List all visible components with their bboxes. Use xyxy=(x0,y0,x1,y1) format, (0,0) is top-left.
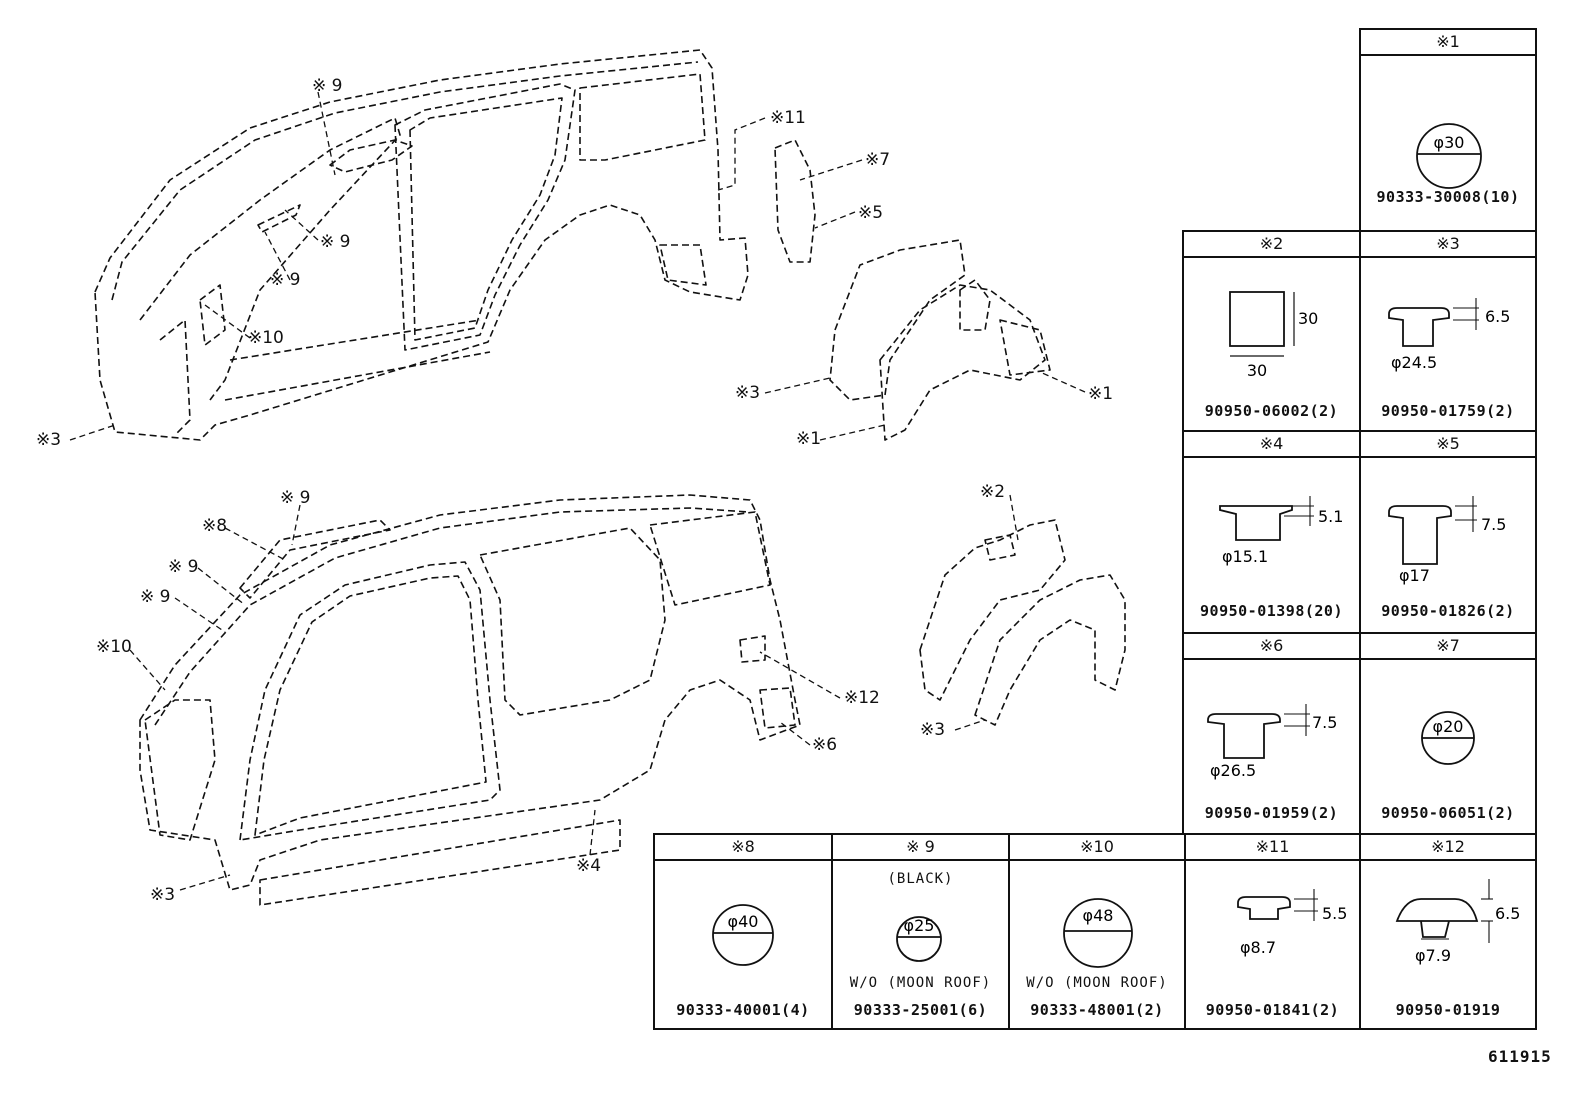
part-header: ※4 xyxy=(1184,432,1359,458)
lower-side-panel xyxy=(139,494,801,906)
dim-diameter: φ17 xyxy=(1399,566,1430,585)
upper-wheelhouse xyxy=(774,139,1051,441)
part-number: 90950-06002(2) xyxy=(1204,402,1339,420)
part-header: ※5 xyxy=(1361,432,1535,458)
part-header: ※8 xyxy=(655,835,831,861)
callout-11: ※11 xyxy=(770,108,806,128)
lower-wheelhouse xyxy=(919,519,1126,726)
dim-height: 7.5 xyxy=(1481,515,1506,534)
dim-diameter: φ7.9 xyxy=(1415,946,1451,965)
hole-plug-icon: 5.5 φ8.7 xyxy=(1237,889,1347,957)
callout-9-e: ※ 9 xyxy=(168,557,199,577)
hole-plug-icon: 5.1 φ15.1 xyxy=(1219,496,1343,566)
part-header: ※2 xyxy=(1184,232,1359,258)
callout-10-b: ※10 xyxy=(96,637,132,657)
part-cell-3: ※3 6.5 φ24.5 90950-01759(2) xyxy=(1359,230,1537,432)
callout-8: ※8 xyxy=(202,516,228,536)
part-note-condition: W/O (MOON ROOF) xyxy=(1026,975,1168,991)
cap-plug-icon: φ40 xyxy=(712,904,774,966)
dim-diameter: φ15.1 xyxy=(1222,547,1268,566)
part-cell-10: ※10 φ48 W/O (MOON ROOF) 90333-48001(2) xyxy=(1008,833,1186,1030)
part-number: 90950-01959(2) xyxy=(1204,804,1339,822)
callout-12: ※12 xyxy=(844,688,880,708)
callout-9-a: ※ 9 xyxy=(312,76,343,96)
dim-height: 6.5 xyxy=(1485,307,1510,326)
callout-5: ※5 xyxy=(858,203,884,223)
part-cell-11: ※11 5.5 φ8.7 90950-01841(2) xyxy=(1184,833,1361,1030)
part-number: 90950-01826(2) xyxy=(1381,602,1515,620)
part-number: 90333-40001(4) xyxy=(676,1001,810,1019)
part-cell-4: ※4 5.1 φ15.1 90950-01398(20) xyxy=(1182,430,1361,634)
part-number: 90333-30008(10) xyxy=(1376,188,1520,206)
callout-3-d: ※3 xyxy=(150,885,176,905)
dim-diameter: φ25 xyxy=(904,916,935,935)
dim-height: 30 xyxy=(1298,309,1318,328)
part-header: ※10 xyxy=(1010,835,1184,861)
callout-9-d: ※ 9 xyxy=(280,488,311,508)
callout-10-a: ※10 xyxy=(248,328,284,348)
dim-height: 5.1 xyxy=(1318,507,1343,526)
part-cell-1: ※1 φ30 90333-30008(10) xyxy=(1359,28,1537,232)
callout-4: ※4 xyxy=(576,856,602,876)
callout-3-a: ※3 xyxy=(36,430,62,450)
dim-diameter: φ48 xyxy=(1083,906,1114,925)
dim-diameter: φ30 xyxy=(1434,133,1465,152)
dim-height: 5.5 xyxy=(1322,904,1347,923)
part-number: 90333-48001(2) xyxy=(1030,1001,1164,1019)
part-number: 90950-01759(2) xyxy=(1381,402,1515,420)
part-header: ※6 xyxy=(1184,634,1359,660)
dim-diameter: φ24.5 xyxy=(1391,353,1437,372)
upper-side-panel xyxy=(94,49,749,441)
part-header: ※3 xyxy=(1361,232,1535,258)
cap-plug-icon: φ30 xyxy=(1416,123,1482,189)
grommet-icon: 6.5 φ7.9 xyxy=(1395,879,1520,965)
part-cell-8: ※8 φ40 90333-40001(4) xyxy=(653,833,833,1030)
part-number: 90950-01919 xyxy=(1395,1001,1501,1019)
cap-plug-icon: φ48 xyxy=(1063,898,1133,968)
callout-1-a: ※1 xyxy=(1088,384,1114,404)
part-header: ※1 xyxy=(1361,30,1535,56)
dim-diameter: φ20 xyxy=(1433,717,1464,736)
part-cell-12: ※12 6.5 φ7.9 90950-01919 xyxy=(1359,833,1537,1030)
hole-plug-icon: 7.5 φ17 xyxy=(1388,496,1506,585)
hole-plug-icon: 7.5 φ26.5 xyxy=(1207,704,1337,780)
part-number: 90950-01398(20) xyxy=(1200,602,1343,620)
dim-width: 30 xyxy=(1247,361,1267,380)
part-cell-5: ※5 7.5 φ17 90950-01826(2) xyxy=(1359,430,1537,634)
part-number: 90333-25001(6) xyxy=(853,1001,988,1019)
part-header: ※7 xyxy=(1361,634,1535,660)
callout-1-b: ※1 xyxy=(796,429,822,449)
part-number: 90950-01841(2) xyxy=(1205,1001,1340,1019)
part-cell-2: ※2 30 30 90950-06002(2) xyxy=(1182,230,1361,432)
callout-9-b: ※ 9 xyxy=(320,232,351,252)
part-cell-6: ※6 7.5 φ26.5 90950-01959(2) xyxy=(1182,632,1361,836)
callout-6: ※6 xyxy=(812,735,838,755)
cap-plug-icon: φ25 xyxy=(896,916,942,962)
callout-3-c: ※3 xyxy=(920,720,946,740)
part-cell-9: ※ 9 (BLACK) φ25 W/O (MOON ROOF) 90333-25… xyxy=(831,833,1010,1030)
cap-plug-icon: φ20 xyxy=(1421,711,1475,765)
dim-diameter: φ8.7 xyxy=(1240,938,1276,957)
dim-diameter: φ26.5 xyxy=(1210,761,1256,780)
part-header: ※12 xyxy=(1361,835,1535,861)
square-tape-icon: 30 30 xyxy=(1229,291,1318,380)
dim-height: 6.5 xyxy=(1495,904,1520,923)
hole-plug-icon: 6.5 φ24.5 xyxy=(1388,298,1510,372)
part-header: ※ 9 xyxy=(833,835,1008,861)
callout-9-c: ※ 9 xyxy=(270,270,301,290)
callout-3-b: ※3 xyxy=(735,383,761,403)
callout-7: ※7 xyxy=(865,150,891,170)
part-note-condition: W/O (MOON ROOF) xyxy=(849,975,992,991)
part-note-color: (BLACK) xyxy=(887,871,954,887)
dim-diameter: φ40 xyxy=(728,912,759,931)
callout-2: ※2 xyxy=(980,482,1006,502)
callout-9-f: ※ 9 xyxy=(140,587,171,607)
document-number: 611915 xyxy=(1488,1047,1552,1066)
part-number: 90950-06051(2) xyxy=(1381,804,1515,822)
dim-height: 7.5 xyxy=(1312,713,1337,732)
part-cell-7: ※7 φ20 90950-06051(2) xyxy=(1359,632,1537,836)
part-header: ※11 xyxy=(1186,835,1359,861)
